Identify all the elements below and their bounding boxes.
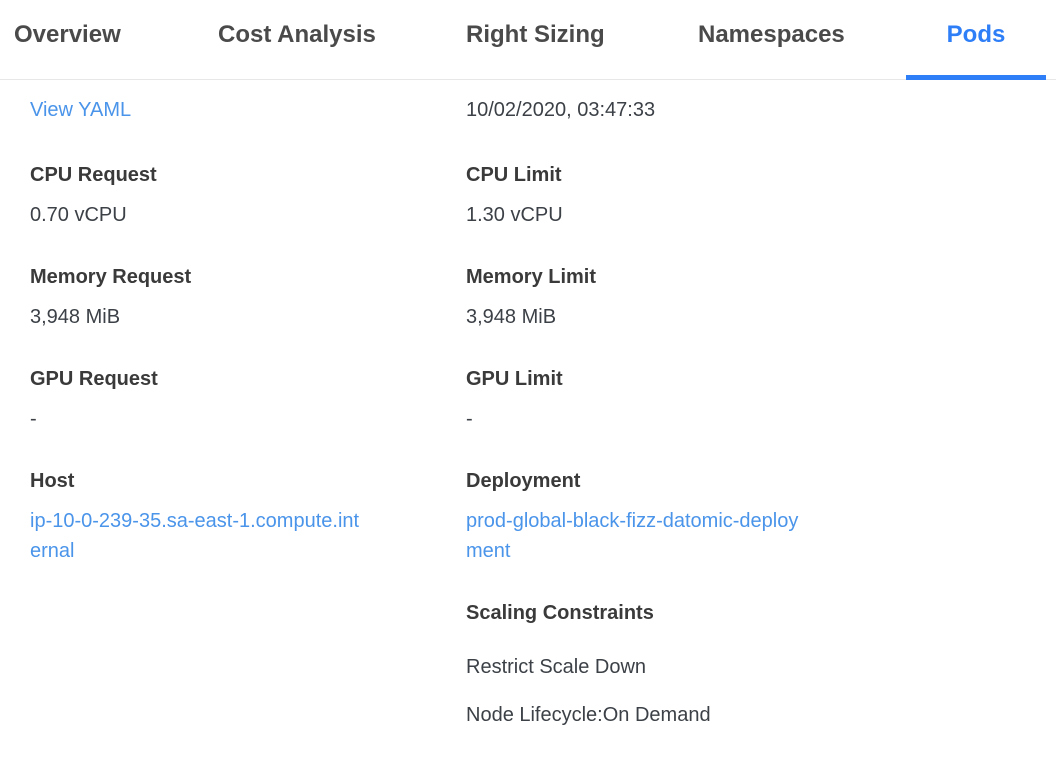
tab-overview[interactable]: Overview <box>14 21 121 48</box>
deployment-link[interactable]: prod-global-black-fizz-datomic-deploymen… <box>466 510 799 562</box>
field-memory-limit: Memory Limit 3,948 MiB <box>466 262 1056 332</box>
last-seen-timestamp: 10/02/2020, 03:47:33 <box>466 99 656 121</box>
pod-detail-panel: View YAML CPU Request 0.70 vCPU Memory R… <box>0 80 1056 748</box>
memory-limit-value: 3,948 MiB <box>466 306 557 328</box>
cpu-limit-label: CPU Limit <box>466 164 562 186</box>
tab-right-sizing[interactable]: Right Sizing <box>466 21 605 48</box>
cpu-limit-value: 1.30 vCPU <box>466 204 563 226</box>
tab-pods[interactable]: Pods <box>906 14 1046 80</box>
deployment-label: Deployment <box>466 470 581 492</box>
cpu-request-value: 0.70 vCPU <box>30 204 127 226</box>
view-yaml-link[interactable]: View YAML <box>30 99 132 121</box>
detail-left-column: View YAML CPU Request 0.70 vCPU Memory R… <box>30 95 466 748</box>
scaling-constraint-node-lifecycle: Node Lifecycle:On Demand <box>466 704 711 726</box>
field-memory-request: Memory Request 3,948 MiB <box>30 262 466 332</box>
detail-right-column: 10/02/2020, 03:47:33 CPU Limit 1.30 vCPU… <box>466 95 1056 748</box>
tab-namespaces[interactable]: Namespaces <box>698 21 845 48</box>
gpu-request-value: - <box>30 408 37 430</box>
tab-bar: Overview Cost Analysis Right Sizing Name… <box>0 0 1056 80</box>
memory-limit-label: Memory Limit <box>466 266 597 288</box>
gpu-limit-label: GPU Limit <box>466 368 563 390</box>
field-cpu-request: CPU Request 0.70 vCPU <box>30 160 466 230</box>
field-host: Host ip-10-0-239-35.sa-east-1.compute.in… <box>30 466 466 566</box>
field-cpu-limit: CPU Limit 1.30 vCPU <box>466 160 1056 230</box>
host-label: Host <box>30 470 75 492</box>
scaling-constraints-section: Scaling Constraints Restrict Scale Down … <box>466 598 1056 730</box>
scaling-constraints-title: Scaling Constraints <box>466 602 654 624</box>
memory-request-value: 3,948 MiB <box>30 306 121 328</box>
scaling-constraint-restrict-scale-down: Restrict Scale Down <box>466 656 647 678</box>
memory-request-label: Memory Request <box>30 266 192 288</box>
cpu-request-label: CPU Request <box>30 164 157 186</box>
gpu-limit-value: - <box>466 408 473 430</box>
field-gpu-limit: GPU Limit - <box>466 364 1056 434</box>
field-deployment: Deployment prod-global-black-fizz-datomi… <box>466 466 1056 566</box>
host-link[interactable]: ip-10-0-239-35.sa-east-1.compute.interna… <box>30 510 360 562</box>
tab-cost-analysis[interactable]: Cost Analysis <box>218 21 376 48</box>
gpu-request-label: GPU Request <box>30 368 158 390</box>
field-gpu-request: GPU Request - <box>30 364 466 434</box>
